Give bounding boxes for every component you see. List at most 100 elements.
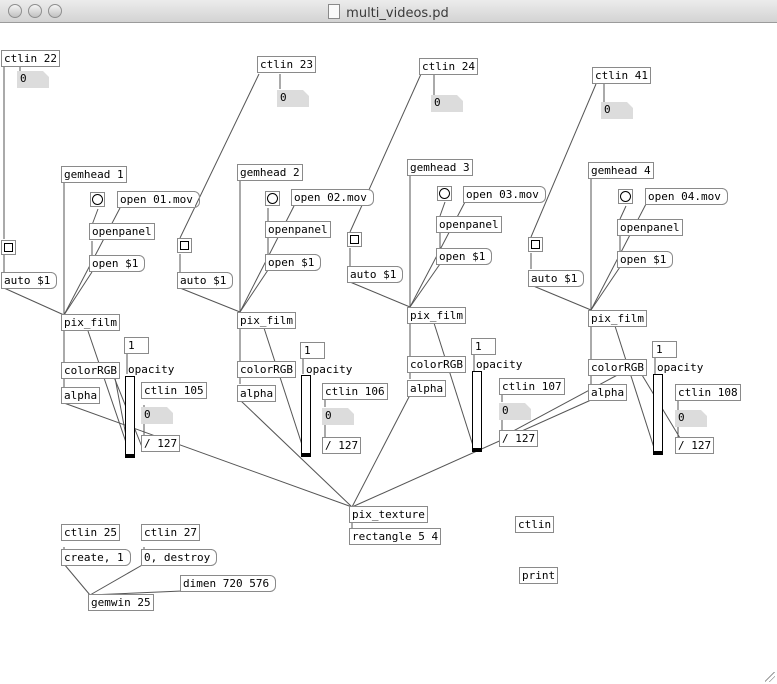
print-object[interactable]: print xyxy=(519,567,559,584)
auto-message-3[interactable]: auto $1 xyxy=(347,266,404,283)
ctlin-object[interactable]: ctlin xyxy=(515,516,555,533)
divide-127-object-1[interactable]: / 127 xyxy=(141,435,181,452)
gemhead-4-object[interactable]: gemhead 4 xyxy=(588,162,654,179)
gemhead-3-object[interactable]: gemhead 3 xyxy=(407,159,473,176)
number-box-106[interactable]: 0 xyxy=(322,408,354,425)
ctlin-105-object[interactable]: ctlin 105 xyxy=(141,382,207,399)
alpha-2-object[interactable]: alpha xyxy=(237,385,277,402)
number-box-one-1[interactable]: 1 xyxy=(124,337,149,354)
opacity-slider-4[interactable] xyxy=(653,374,663,455)
patch-cord xyxy=(530,83,597,238)
openpanel-1-object[interactable]: openpanel xyxy=(89,223,155,240)
divide-127-object-4[interactable]: / 127 xyxy=(675,437,715,454)
patch-cord xyxy=(614,325,657,455)
ctlin-25-object[interactable]: ctlin 25 xyxy=(61,524,120,541)
alpha-1-object[interactable]: alpha xyxy=(61,387,101,404)
number-box-one-2[interactable]: 1 xyxy=(300,342,325,359)
open-02-mov-message[interactable]: open 02.mov xyxy=(291,189,374,206)
rectangle-object[interactable]: rectangle 5 4 xyxy=(349,528,442,545)
patch-cord xyxy=(619,205,627,220)
bang-3[interactable] xyxy=(437,186,452,201)
auto-message-4[interactable]: auto $1 xyxy=(528,270,585,287)
zoom-window-button[interactable] xyxy=(48,4,62,18)
auto-toggle-3[interactable] xyxy=(347,232,362,247)
gemhead-2-object[interactable]: gemhead 2 xyxy=(237,164,303,181)
opacity-label-2: opacity xyxy=(306,363,353,376)
open-var-message-4[interactable]: open $1 xyxy=(617,251,674,268)
number-box-22[interactable]: 0 xyxy=(17,71,49,88)
pix-film-2-object[interactable]: pix_film xyxy=(237,312,296,329)
patch-cord xyxy=(351,399,592,508)
auto-toggle-1[interactable] xyxy=(1,240,16,255)
open-03-mov-message[interactable]: open 03.mov xyxy=(463,186,546,203)
openpanel-2-object[interactable]: openpanel xyxy=(265,221,331,238)
patch-canvas[interactable]: ctlin 22 0 auto $1 gemhead 1 open 01.mov… xyxy=(0,22,777,684)
colorrgb-1-object[interactable]: colorRGB xyxy=(61,362,120,379)
patch-cord xyxy=(3,287,65,316)
number-box-one-4[interactable]: 1 xyxy=(652,341,677,358)
openpanel-3-object[interactable]: openpanel xyxy=(436,216,502,233)
ctlin-22-object[interactable]: ctlin 22 xyxy=(1,50,60,67)
patch-cord xyxy=(179,73,260,239)
number-box-107[interactable]: 0 xyxy=(499,403,531,420)
pix-texture-object[interactable]: pix_texture xyxy=(349,506,428,523)
colorrgb-2-object[interactable]: colorRGB xyxy=(237,361,296,378)
opacity-slider-3[interactable] xyxy=(472,371,482,452)
bang-1[interactable] xyxy=(90,192,105,207)
auto-message-2[interactable]: auto $1 xyxy=(177,272,234,289)
colorrgb-3-object[interactable]: colorRGB xyxy=(407,356,466,373)
number-box-105[interactable]: 0 xyxy=(141,407,173,424)
ctlin-108-object[interactable]: ctlin 108 xyxy=(675,384,741,401)
patch-cord xyxy=(89,563,145,596)
patch-cord xyxy=(63,563,91,596)
open-var-message-3[interactable]: open $1 xyxy=(436,248,493,265)
pix-film-1-object[interactable]: pix_film xyxy=(61,314,120,331)
pix-film-4-object[interactable]: pix_film xyxy=(588,310,647,327)
colorrgb-4-object[interactable]: colorRGB xyxy=(588,359,647,376)
create-message[interactable]: create, 1 xyxy=(61,549,131,566)
openpanel-4-object[interactable]: openpanel xyxy=(617,219,683,236)
document-icon xyxy=(328,4,341,19)
number-box-24[interactable]: 0 xyxy=(431,95,463,112)
ctlin-23-object[interactable]: ctlin 23 xyxy=(257,56,316,73)
auto-toggle-4[interactable] xyxy=(528,237,543,252)
open-04-mov-message[interactable]: open 04.mov xyxy=(645,188,728,205)
gemwin-object[interactable]: gemwin 25 xyxy=(88,594,154,611)
ctlin-41-object[interactable]: ctlin 41 xyxy=(592,67,651,84)
opacity-slider-1[interactable] xyxy=(125,376,135,458)
divide-127-object-2[interactable]: / 127 xyxy=(322,437,362,454)
ctlin-27-object[interactable]: ctlin 27 xyxy=(141,524,200,541)
close-window-button[interactable] xyxy=(8,4,22,18)
open-01-mov-message[interactable]: open 01.mov xyxy=(117,191,200,208)
pix-film-3-object[interactable]: pix_film xyxy=(407,307,466,324)
alpha-4-object[interactable]: alpha xyxy=(588,384,628,401)
destroy-message[interactable]: 0, destroy xyxy=(141,549,218,566)
ctlin-106-object[interactable]: ctlin 106 xyxy=(322,383,388,400)
patch-cord xyxy=(503,364,637,437)
ctlin-107-object[interactable]: ctlin 107 xyxy=(499,378,565,395)
alpha-3-object[interactable]: alpha xyxy=(407,380,447,397)
window-title-text: multi_videos.pd xyxy=(346,6,449,21)
bang-2[interactable] xyxy=(265,191,280,206)
patch-cord xyxy=(239,399,353,508)
open-var-message-1[interactable]: open $1 xyxy=(89,255,146,272)
divide-127-object-3[interactable]: / 127 xyxy=(499,430,539,447)
dimen-message[interactable]: dimen 720 576 xyxy=(180,575,277,592)
auto-toggle-2[interactable] xyxy=(177,238,192,253)
number-box-23[interactable]: 0 xyxy=(277,90,309,107)
patch-cord xyxy=(239,269,269,313)
bang-4[interactable] xyxy=(618,189,633,204)
resize-grip-icon[interactable] xyxy=(765,672,775,682)
number-box-one-3[interactable]: 1 xyxy=(471,338,496,355)
gemhead-1-object[interactable]: gemhead 1 xyxy=(61,166,127,183)
number-box-41[interactable]: 0 xyxy=(601,102,633,119)
minimize-window-button[interactable] xyxy=(28,4,42,18)
title-bar: multi_videos.pd xyxy=(0,0,777,23)
ctlin-24-object[interactable]: ctlin 24 xyxy=(419,58,478,75)
auto-message-1[interactable]: auto $1 xyxy=(1,272,58,289)
patch-cord xyxy=(91,208,99,226)
open-var-message-2[interactable]: open $1 xyxy=(265,254,322,271)
opacity-slider-2[interactable] xyxy=(301,375,311,457)
number-box-108[interactable]: 0 xyxy=(675,410,707,427)
opacity-label-3: opacity xyxy=(476,358,523,371)
